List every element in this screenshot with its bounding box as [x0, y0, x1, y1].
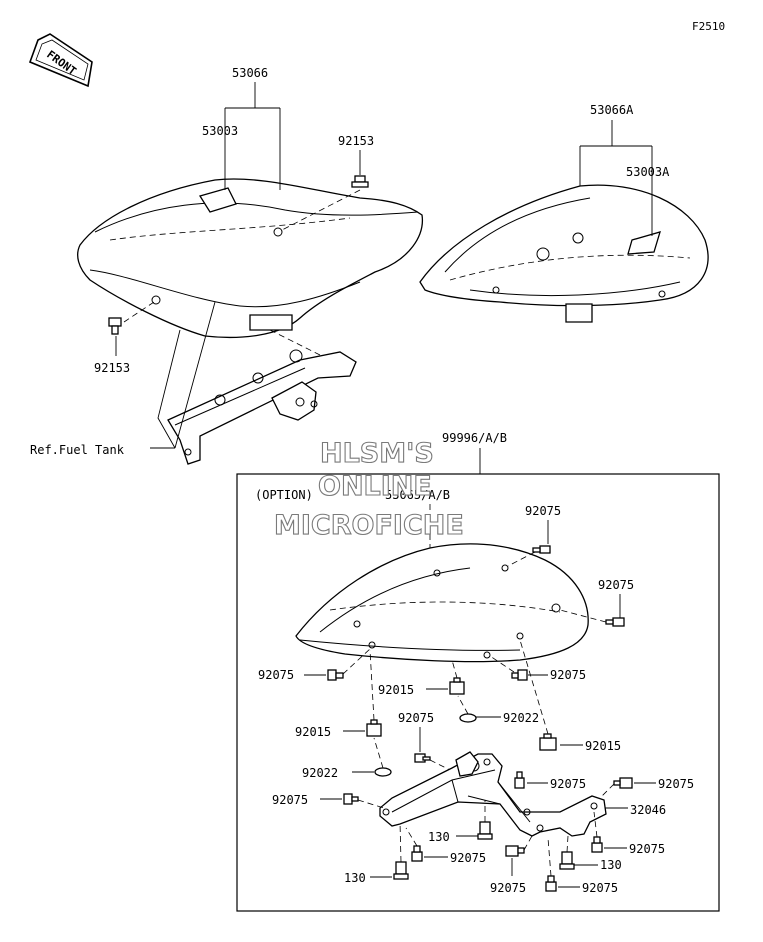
label-92153-left: 92153: [94, 361, 130, 375]
watermark-line2: ONLINE: [318, 471, 432, 502]
label-130-b: 130: [344, 871, 366, 885]
label-92075-e: 92075: [398, 711, 434, 725]
bolt-92075-j-icon: [591, 836, 603, 853]
label-92015-c: 92015: [585, 739, 621, 753]
option-mount-bracket: [379, 751, 607, 837]
bolt-92075-i-icon: [411, 845, 423, 862]
nut-92015-a-icon: [449, 677, 465, 695]
washer-92022-a-icon: [459, 713, 477, 723]
label-32046: 32046: [630, 803, 666, 817]
watermark-line3: MICROFICHE: [274, 510, 464, 541]
label-92075-c: 92075: [258, 668, 294, 682]
bolt-92075-d-icon: [511, 669, 528, 681]
label-92075-a: 92075: [525, 504, 561, 518]
seat-cowl: [295, 543, 589, 663]
label-92153-top: 92153: [338, 134, 374, 148]
bolt-130-a-icon: [477, 821, 493, 840]
bolt-92075-g-icon: [613, 777, 633, 789]
watermark-line1: HLSM'S: [320, 438, 434, 469]
label-92075-h: 92075: [272, 793, 308, 807]
bolt-92075-f-icon: [514, 771, 525, 789]
option-box: [236, 473, 720, 912]
bolt-130-b-icon: [393, 861, 409, 880]
bolt-130-c-icon: [559, 851, 575, 870]
label-92075-l: 92075: [582, 881, 618, 895]
label-92015-a: 92015: [378, 683, 414, 697]
label-130-c: 130: [600, 858, 622, 872]
label-92075-j: 92075: [629, 842, 665, 856]
bolt-92153-left-icon: [108, 317, 122, 335]
nut-92015-b-icon: [366, 719, 382, 737]
front-arrow-icon: FRONT: [28, 33, 93, 88]
label-92075-f: 92075: [550, 777, 586, 791]
label-99996: 99996/A/B: [442, 431, 507, 445]
label-53065: 53065/A/B: [385, 488, 450, 502]
label-92075-i: 92075: [450, 851, 486, 865]
option-box-title: (OPTION): [255, 488, 313, 502]
label-53003: 53003: [202, 124, 238, 138]
bolt-92075-c-icon: [327, 669, 344, 681]
label-92022-b: 92022: [302, 766, 338, 780]
bolt-92075-b-icon: [605, 617, 625, 627]
washer-92022-b-icon: [374, 767, 392, 777]
label-92075-g: 92075: [658, 777, 694, 791]
main-seat: [77, 178, 424, 339]
ref-fuel-tank: Ref.Fuel Tank: [30, 443, 125, 457]
label-92015-b: 92015: [295, 725, 331, 739]
label-130-a: 130: [428, 830, 450, 844]
bolt-92075-a-icon: [532, 545, 551, 554]
nut-92015-c-icon: [539, 733, 557, 751]
label-92022-a: 92022: [503, 711, 539, 725]
label-53003a: 53003A: [626, 165, 670, 179]
bolt-92075-h-icon: [343, 793, 359, 805]
seat-bracket: [167, 349, 357, 465]
figure-id: F2510: [692, 20, 725, 33]
bolt-92153-top-icon: [351, 175, 369, 188]
label-53066a: 53066A: [590, 103, 634, 117]
label-53066: 53066: [232, 66, 268, 80]
bolt-92075-k-icon: [505, 845, 525, 857]
label-92075-b: 92075: [598, 578, 634, 592]
bolt-92075-l-icon: [545, 875, 557, 892]
rear-seat-cover: [419, 184, 709, 323]
bolt-92075-e-icon: [414, 753, 431, 763]
label-92075-d: 92075: [550, 668, 586, 682]
label-92075-k: 92075: [490, 881, 526, 895]
